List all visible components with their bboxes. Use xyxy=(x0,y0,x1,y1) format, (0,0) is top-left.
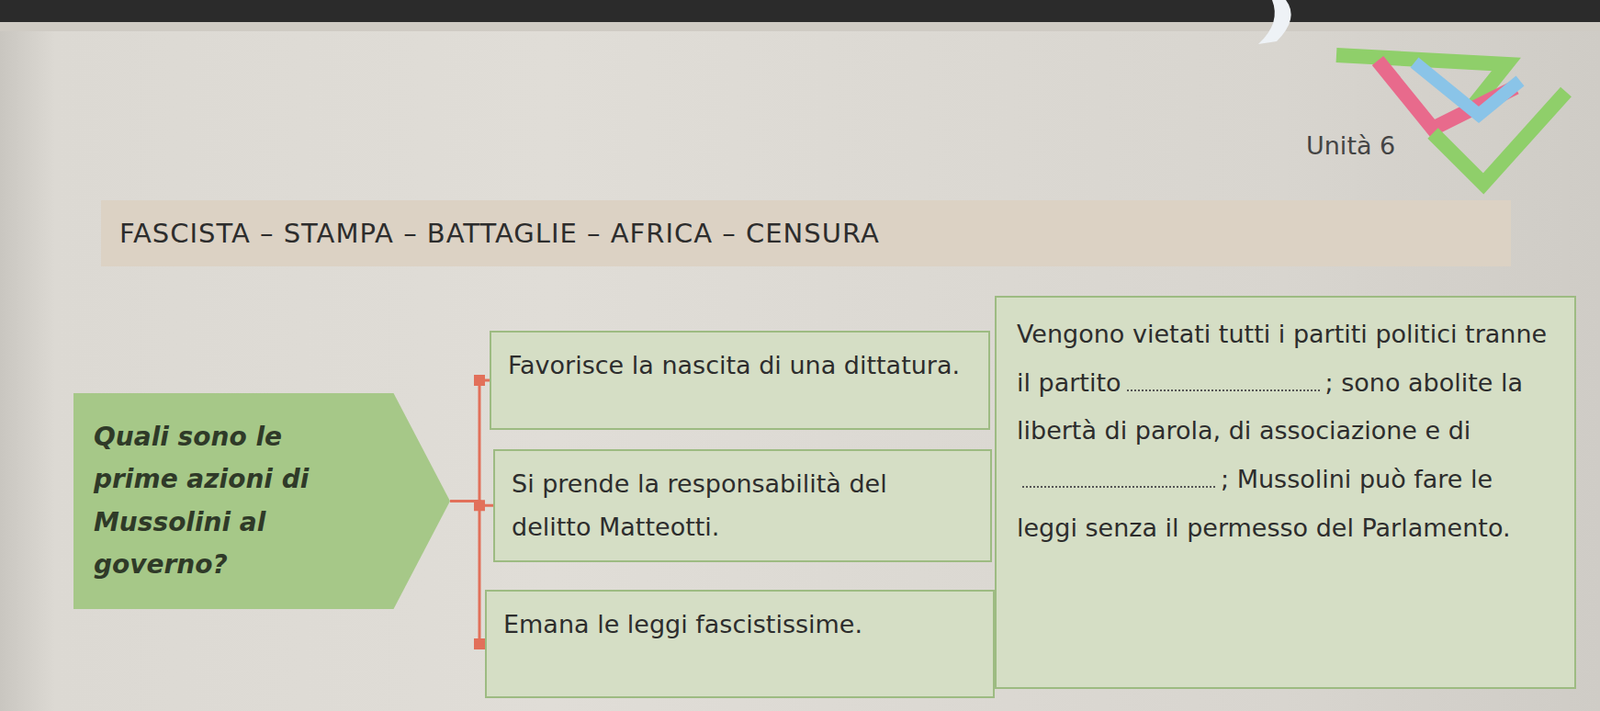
node-text: ; Mussolini può fare le leggi senza il p… xyxy=(1016,464,1511,542)
corner-shape xyxy=(1258,0,1292,45)
fill-blank xyxy=(1022,484,1216,488)
ribbon-green-2 xyxy=(1432,91,1567,184)
action-box: Favorisce la nascita di una dittatura. xyxy=(489,330,991,430)
word-bank-band: FASCISTA – STAMPA – BATTAGLIE – AFRICA –… xyxy=(101,200,1511,267)
node-text: Favorisce la nascita di una dittatura. xyxy=(507,350,960,380)
fill-blank xyxy=(1126,388,1320,392)
ribbon-blue xyxy=(1414,62,1521,115)
hexagon-fill xyxy=(73,393,451,609)
unit-label: Unità 6 xyxy=(1306,131,1396,160)
dark-top-edge xyxy=(0,0,1600,23)
action-box: Si prende la responsabilità del delitto … xyxy=(493,449,992,563)
connector-line xyxy=(450,501,485,645)
page-edge xyxy=(0,22,1600,32)
node-text: Emana le leggi fascistissime. xyxy=(503,609,863,639)
fill-in-box: Vengono vietati tutti i partiti politici… xyxy=(994,295,1577,689)
text-holder: Quali sono le prime azioni di Mussolini … xyxy=(93,416,368,586)
node-text: Si prende la responsabilità del delitto … xyxy=(511,469,888,541)
junction-square xyxy=(473,374,485,386)
connector-line xyxy=(450,380,490,502)
junction-square xyxy=(473,638,485,650)
node-text: FASCISTA – STAMPA – BATTAGLIE – AFRICA –… xyxy=(119,217,880,249)
action-box: Emana le leggi fascistissime. xyxy=(484,589,995,699)
question-hexagon: Quali sono le prime azioni di Mussolini … xyxy=(73,393,451,609)
node-text: Quali sono le prime azioni di Mussolini … xyxy=(93,421,309,580)
